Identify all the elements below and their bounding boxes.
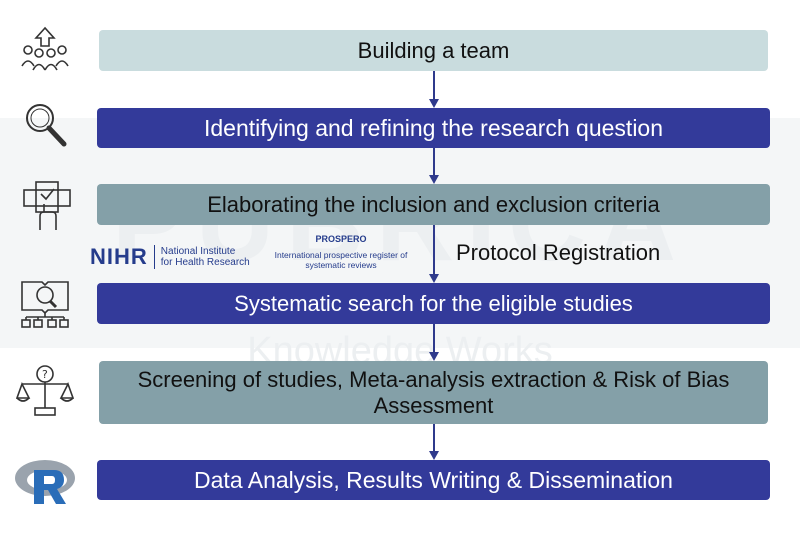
prospero-subtitle-line1: International prospective register of — [274, 250, 408, 260]
nihr-logo: NIHR National Institute for Health Resea… — [90, 244, 250, 270]
arrow-connector — [428, 424, 440, 460]
nihr-name-line1: National Institute — [160, 246, 236, 257]
step-building-team: Building a team — [99, 30, 768, 71]
prospero-subtitle-line2: systematic reviews — [305, 260, 377, 270]
book-search-network-icon — [18, 276, 72, 337]
r-logo-icon — [14, 456, 76, 511]
prospero-subtitle: International prospective register of sy… — [258, 250, 424, 270]
prospero-logo: PROSPERO International prospective regis… — [258, 234, 424, 270]
step-screening-extraction: Screening of studies, Meta-analysis extr… — [99, 361, 768, 424]
nihr-divider — [153, 245, 155, 269]
nihr-name-line2: for Health Research — [160, 257, 250, 268]
svg-text:?: ? — [42, 368, 48, 381]
arrow-connector — [428, 225, 440, 283]
magnifier-icon — [22, 100, 70, 155]
step-systematic-search: Systematic search for the eligible studi… — [97, 283, 770, 324]
nihr-logo-mark: NIHR — [90, 244, 148, 269]
team-up-icon — [20, 26, 70, 81]
arrow-connector — [428, 324, 440, 361]
step-research-question: Identifying and refining the research qu… — [97, 108, 770, 148]
arrow-connector — [428, 71, 440, 108]
step-inclusion-criteria: Elaborating the inclusion and exclusion … — [97, 184, 770, 225]
scales-question-icon: ? — [15, 364, 75, 423]
checklist-hand-icon — [22, 180, 72, 237]
nihr-name: National Institute for Health Research — [161, 246, 250, 268]
arrow-connector — [428, 148, 440, 184]
prospero-title: PROSPERO — [315, 234, 367, 244]
protocol-registration-label: Protocol Registration — [456, 240, 661, 265]
step-analysis-dissemination: Data Analysis, Results Writing & Dissemi… — [97, 460, 770, 500]
